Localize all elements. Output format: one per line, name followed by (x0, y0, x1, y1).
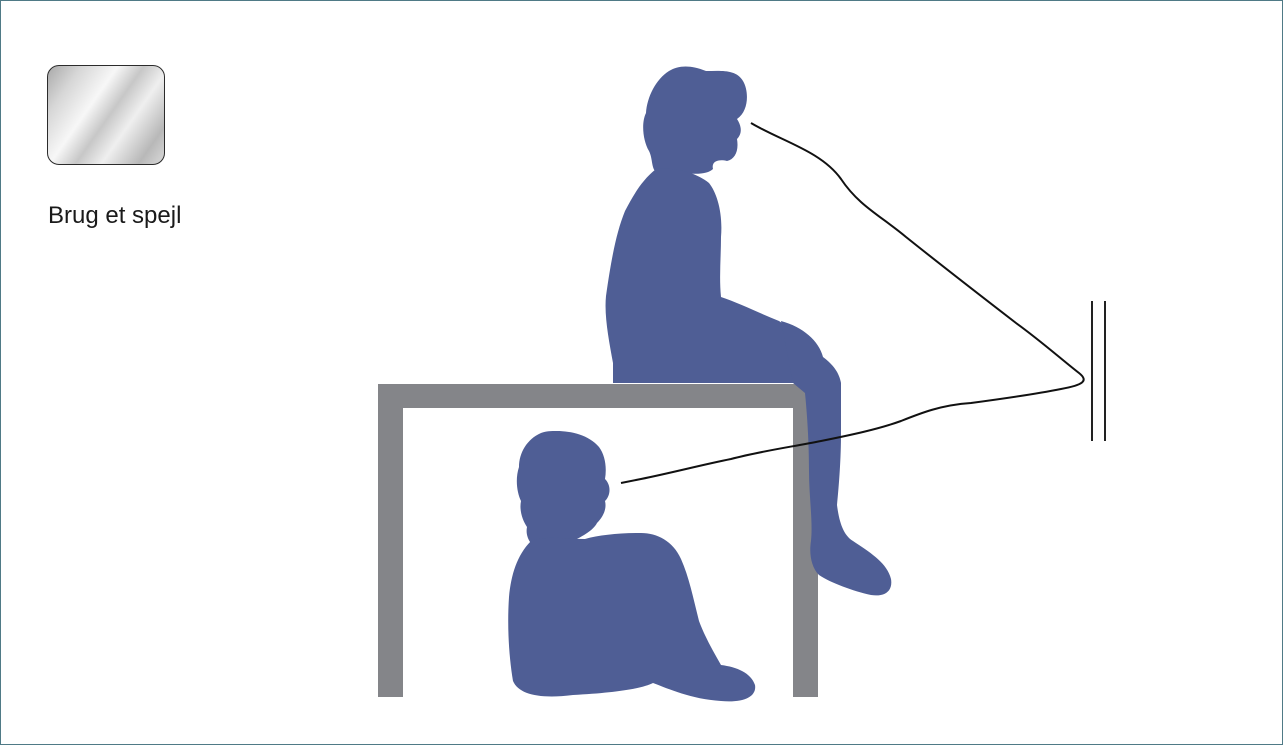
table-top (378, 384, 818, 408)
child-under-table-silhouette (508, 431, 755, 701)
table-leg-left (378, 384, 403, 697)
wall-mirror (1092, 301, 1105, 441)
child-on-table-silhouette (606, 67, 892, 596)
